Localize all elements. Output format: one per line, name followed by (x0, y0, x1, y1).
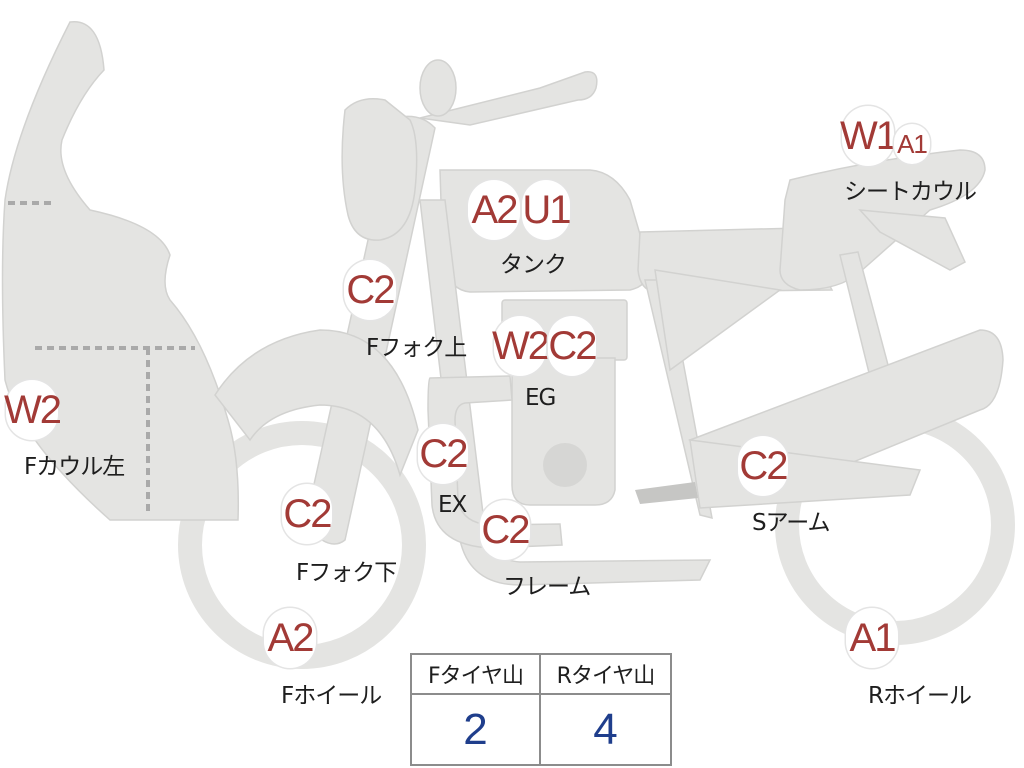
grade-badge-a2-fwheel: A2 (264, 608, 316, 668)
grade-badge-w2-fcowl: W2 (4, 380, 62, 440)
label-sarm: Sアーム (752, 510, 831, 536)
label-eg: EG (525, 385, 556, 411)
front-tire-value: 2 (412, 695, 541, 764)
grade-badge-c2-ffork-top: C2 (344, 260, 396, 320)
label-seatcowl: シートカウル (844, 179, 977, 205)
front-fairing (1, 21, 240, 521)
label-fcowl-left: Fカウル左 (24, 454, 125, 480)
rear-fender (858, 209, 966, 271)
grade-badge-u1-tank: U1 (522, 180, 572, 240)
grade-badge-c2-frame: C2 (480, 500, 531, 560)
engine-case (511, 357, 616, 506)
grade-badge-c2-sarm: C2 (738, 436, 789, 496)
front-tire-header: Fタイヤ山 (412, 655, 541, 695)
front-fender (214, 329, 419, 478)
kick-pedal (635, 482, 698, 504)
tire-tread-table: Fタイヤ山 Rタイヤ山 2 4 (410, 653, 672, 766)
grade-badge-c2-ffork-bottom: C2 (282, 484, 333, 544)
label-rwheel: Rホイール (868, 683, 972, 709)
label-fwheel: Fホイール (281, 683, 382, 709)
handlebar (419, 71, 598, 126)
grade-badge-a2-tank: A2 (468, 180, 520, 240)
rear-shock (839, 251, 893, 386)
label-tank: タンク (500, 252, 567, 278)
grade-badge-w1-seatcowl: W1 (840, 106, 898, 166)
chain-guard (654, 269, 782, 372)
label-frame: フレーム (503, 574, 591, 600)
label-ffork-top: Fフォク上 (366, 335, 467, 361)
handlebar-grip (419, 59, 457, 117)
rear-tire-value: 4 (593, 704, 618, 754)
grade-badge-a1-rwheel: A1 (846, 608, 898, 668)
rear-tire-header: Rタイヤ山 (541, 655, 670, 695)
engine-cover (543, 443, 587, 487)
grade-badge-a1-seatcowl: A1 (894, 124, 930, 164)
label-ffork-bottom: Fフォク下 (296, 560, 397, 586)
grade-badge-c2-ex: C2 (418, 424, 469, 484)
grade-badge-w2-eg: W2 (492, 316, 550, 376)
headlight (341, 98, 418, 241)
label-ex: EX (438, 492, 467, 518)
grade-badge-c2-eg: C2 (548, 316, 598, 376)
